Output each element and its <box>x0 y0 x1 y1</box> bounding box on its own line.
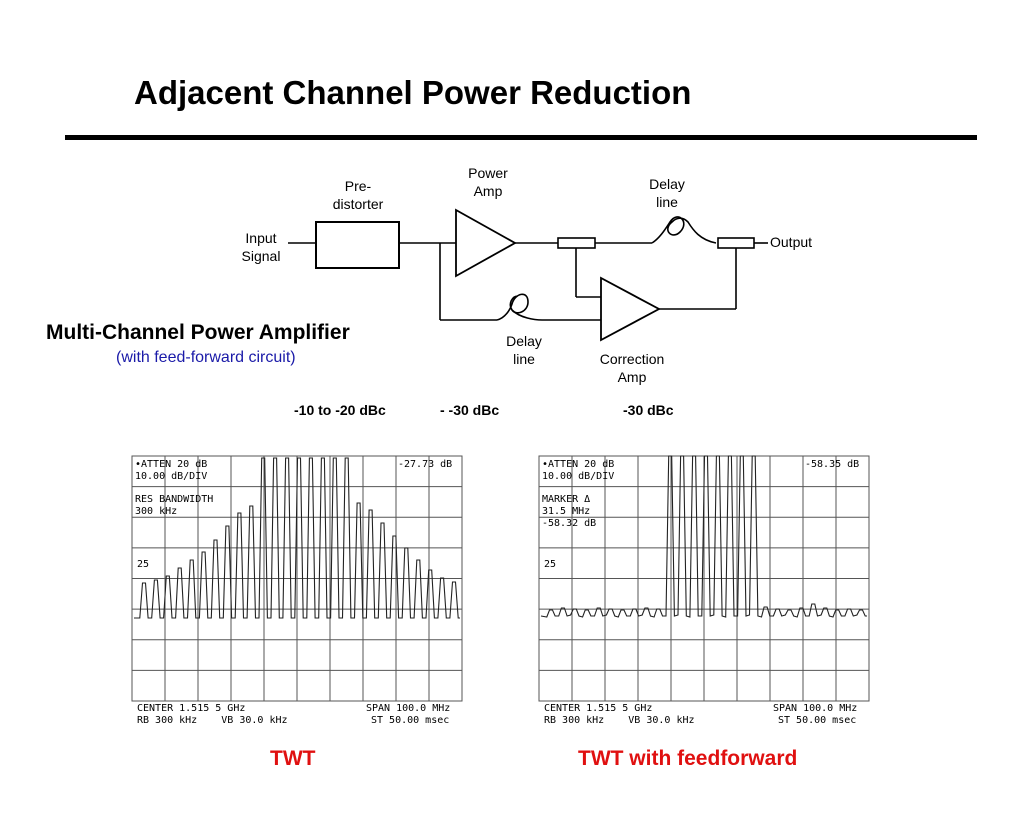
caption-twt: TWT <box>270 747 316 770</box>
title-divider <box>65 135 977 140</box>
delay-line-top-coil <box>651 216 717 244</box>
header-line-5: -58.32 dB <box>542 518 596 529</box>
spectrum-plot-twt: •ATTEN 20 dB 10.00 dB/DIV RES BANDWIDTH … <box>131 455 463 726</box>
power-amp-triangle <box>455 208 517 278</box>
amplifier-title: Multi-Channel Power Amplifier <box>46 321 350 344</box>
footer-right-1: SPAN 100.0 MHz <box>773 703 857 714</box>
header-line-4: 300 kHz <box>135 506 177 517</box>
header-line-3: MARKER Δ <box>542 494 590 505</box>
spectrum-plot-twt-feedforward: •ATTEN 20 dB 10.00 dB/DIV MARKER Δ 31.5 … <box>538 455 870 726</box>
predistorter-label: Pre-distorter <box>332 178 384 212</box>
delay-line-bottom-coil <box>496 293 543 321</box>
page-title: Adjacent Channel Power Reduction <box>134 74 692 111</box>
footer-right-1: SPAN 100.0 MHz <box>366 703 450 714</box>
spectrum-grid <box>131 455 463 702</box>
header-line-3: RES BANDWIDTH <box>135 494 213 505</box>
reference-level-mark: 25 <box>137 559 149 570</box>
level-label-2: - -30 dBc <box>440 402 500 418</box>
footer-left-2: RB 300 kHz VB 30.0 kHz <box>137 715 288 726</box>
footer-right-2: ST 50.00 msec <box>778 715 856 726</box>
header-line-2: 10.00 dB/DIV <box>135 471 207 482</box>
coupler-2 <box>717 237 755 249</box>
output-label: Output <box>770 234 813 250</box>
correction-amp-triangle <box>600 276 661 342</box>
coupler-1 <box>557 237 596 249</box>
level-label-1: -10 to -20 dBc <box>294 402 386 418</box>
spectrum-trace <box>540 455 867 618</box>
top-right-readout: -27.73 dB <box>398 459 452 470</box>
level-label-3: -30 dBc <box>623 402 674 418</box>
top-right-readout: -58.35 dB <box>805 459 859 470</box>
reference-level-mark: 25 <box>544 559 556 570</box>
predistorter-box <box>315 221 400 269</box>
header-line-1: •ATTEN 20 dB <box>542 459 614 470</box>
header-line-2: 10.00 dB/DIV <box>542 471 614 482</box>
footer-right-2: ST 50.00 msec <box>371 715 449 726</box>
caption-twt-feedforward: TWT with feedforward <box>578 747 798 770</box>
amplifier-subtitle: (with feed-forward circuit) <box>116 349 296 366</box>
feed-forward-block-diagram <box>288 208 768 342</box>
footer-left-1: CENTER 1.515 5 GHz <box>544 703 652 714</box>
footer-left-1: CENTER 1.515 5 GHz <box>137 703 245 714</box>
footer-left-2: RB 300 kHz VB 30.0 kHz <box>544 715 695 726</box>
header-line-4: 31.5 MHz <box>542 506 590 517</box>
header-line-1: •ATTEN 20 dB <box>135 459 207 470</box>
spectrum-trace <box>134 457 460 619</box>
